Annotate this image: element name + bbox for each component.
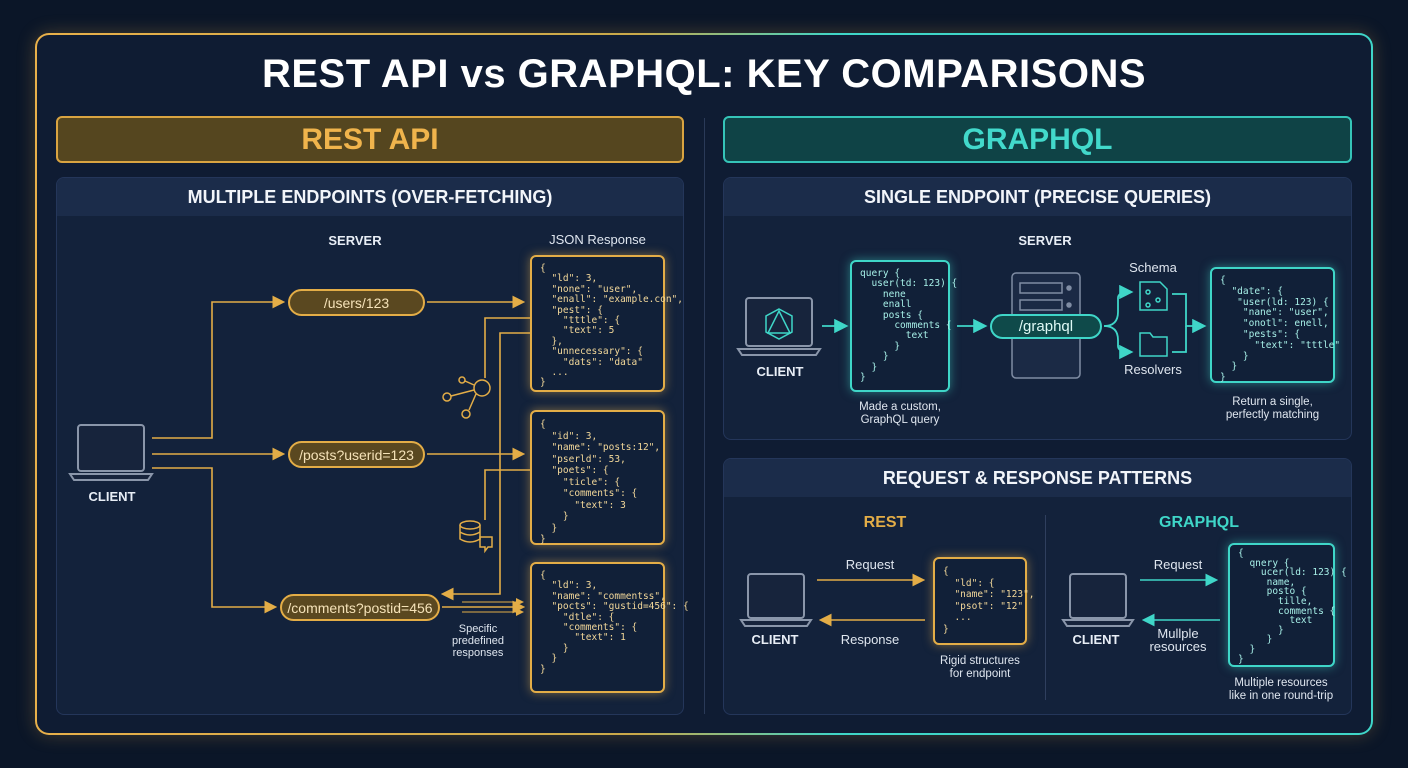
rest-response-label: Response [840, 632, 900, 647]
patterns-rest-client: CLIENT [751, 632, 799, 647]
json-response-users: { "ld": 3, "none": "user", "enall": "exa… [530, 255, 683, 392]
patterns-rest-label: REST [863, 514, 907, 531]
caption-line: GraphQL query [860, 414, 940, 426]
query-caption: Made a custom, GraphQL query [840, 401, 960, 427]
patterns-graphql-label: GRAPHQL [1159, 514, 1239, 531]
graphql-client-label: CLIENT [756, 364, 804, 379]
caption-line: perfectly matching [1225, 409, 1320, 421]
graphql-query: query { user(td: 123) { nene enall posts… [850, 260, 957, 392]
endpoint-users[interactable]: /users/123 [288, 289, 425, 316]
label-line: resources [1149, 639, 1207, 654]
caption-line: Made a custom, [859, 401, 941, 413]
endpoint-comments[interactable]: /comments?postid=456 [280, 594, 440, 621]
label-line: Mullple [1157, 626, 1199, 641]
caption-line: like in one round-trip [1228, 690, 1334, 702]
center-divider [704, 118, 705, 714]
schema-label: Schema [1129, 260, 1177, 275]
rest-rigid-response: { "ld": { "name": "123", "psot": "12" ..… [933, 557, 1035, 645]
rest-caption: Rigid structures for endpoint [925, 655, 1035, 681]
note-line: responses [452, 647, 504, 659]
graphql-server-label: SERVER [1018, 233, 1072, 248]
rest-server-label: SERVER [328, 233, 382, 248]
response-caption: Return a single, perfectly matching [1205, 396, 1340, 422]
graphql-request-label: Request [1153, 557, 1203, 572]
caption-line: Rigid structures [940, 655, 1020, 667]
page-title: REST API vs GRAPHQL: KEY COMPARISONS [261, 52, 1147, 96]
patterns-panel-title: REQUEST & RESPONSE PATTERNS [724, 459, 1351, 497]
graphql-caption: Multiple resources like in one round-tri… [1206, 677, 1356, 703]
note-line: predefined [452, 635, 504, 647]
graphql-panel-title: SINGLE ENDPOINT (PRECISE QUERIES) [724, 178, 1351, 216]
caption-line: Multiple resources [1234, 677, 1328, 689]
rest-panel-title: MULTIPLE ENDPOINTS (OVER-FETCHING) [57, 178, 683, 216]
graphql-response: { "date": { "user(ld: 123) { "nane": "us… [1210, 267, 1340, 383]
json-response-comments: { "ld": 3, "name": "commentss", "pocts":… [530, 562, 689, 693]
graphql-pattern-query: { qnery { ucer(ld: 123) { name, posto { … [1228, 543, 1347, 667]
note-line: Specific [458, 623, 498, 635]
graphql-endpoint[interactable]: /graphql [990, 314, 1102, 339]
patterns-graphql-client: CLIENT [1072, 632, 1120, 647]
json-response-posts: { "id": 3, "name": "posts:12", "pserld":… [530, 410, 665, 545]
graphql-header: GRAPHQL [723, 116, 1352, 163]
rest-request-label: Request [845, 557, 895, 572]
graphql-response-label: Mullple resources [1138, 627, 1218, 653]
resolvers-label: Resolvers [1124, 362, 1182, 377]
json-response-label: JSON Response [549, 232, 646, 247]
patterns-divider [1045, 515, 1046, 700]
caption-line: for endpoint [949, 668, 1011, 680]
rest-header: REST API [56, 116, 684, 163]
endpoint-posts[interactable]: /posts?userid=123 [288, 441, 425, 468]
predefined-note: Specific predefined responses [440, 623, 516, 659]
rest-client-label: CLIENT [88, 489, 136, 504]
caption-line: Return a single, [1232, 396, 1313, 408]
